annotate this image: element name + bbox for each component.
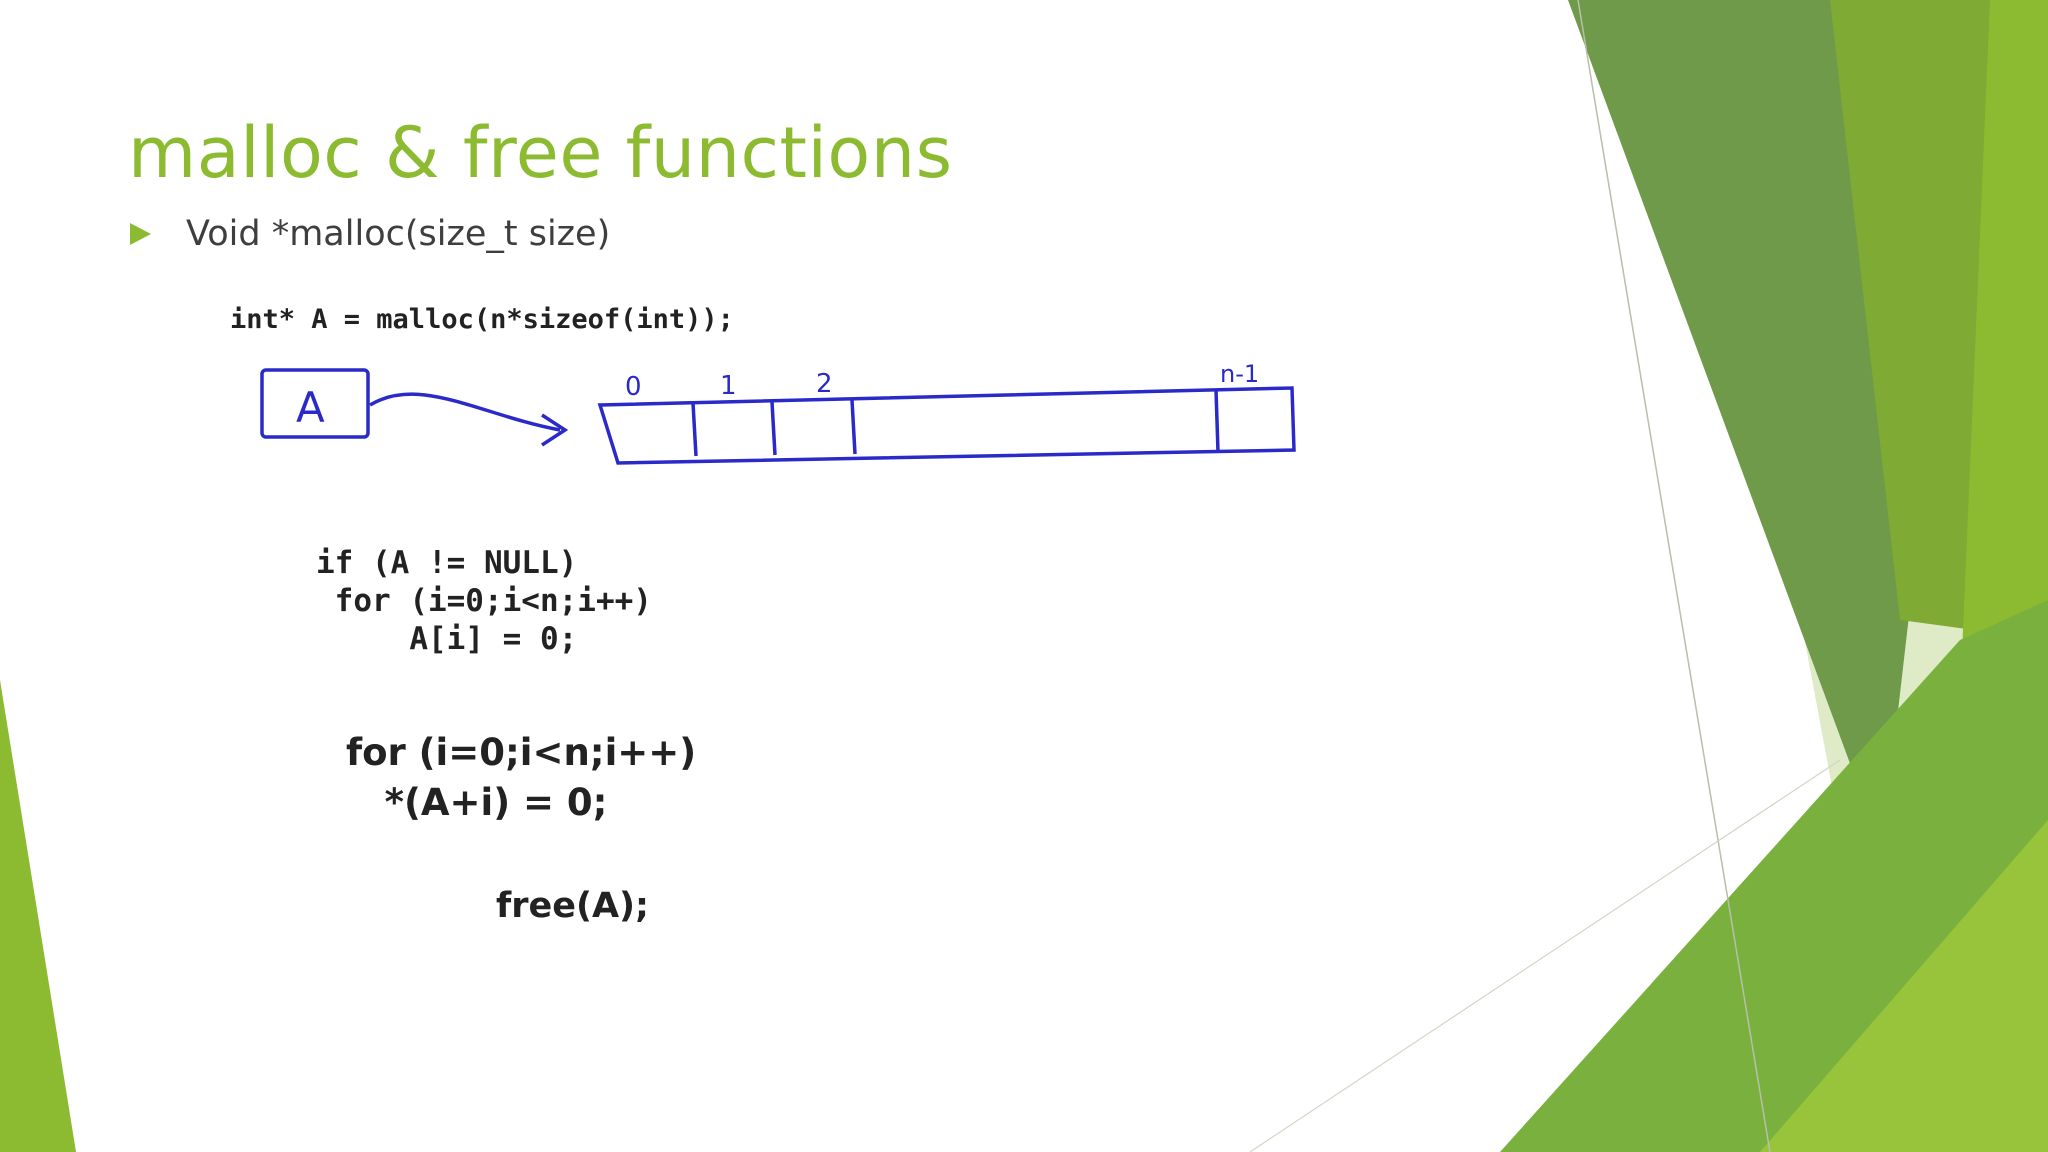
code-line: for (i=0;i<n;i++): [316, 582, 652, 620]
cell-divider-3: [852, 400, 855, 454]
index-label-1: 1: [720, 371, 737, 401]
memory-diagram: A 0 1 2 n-1: [250, 360, 1310, 490]
pointer-arrow: [370, 394, 560, 430]
pointer-loop-code: for (i=0;i<n;i++) *(A+i) = 0;: [346, 728, 696, 828]
triangle-bullet-icon: [130, 223, 151, 245]
malloc-declaration: int* A = malloc(n*sizeof(int));: [230, 304, 734, 335]
code-line: for (i=0;i<n;i++): [346, 728, 696, 778]
code-line: if (A != NULL): [316, 544, 652, 582]
pointer-label: A: [296, 383, 325, 432]
cell-divider-2: [772, 402, 775, 455]
bullet-item: Void *malloc(size_t size): [130, 214, 610, 254]
cell-divider-1: [693, 403, 696, 456]
index-label-n-minus-1: n-1: [1220, 360, 1259, 388]
index-label-2: 2: [816, 369, 833, 399]
free-call-code: free(A);: [496, 886, 649, 926]
if-loop-code: if (A != NULL) for (i=0;i<n;i++) A[i] = …: [316, 544, 652, 658]
index-label-0: 0: [625, 372, 642, 402]
array-outline: [600, 388, 1294, 463]
code-line: *(A+i) = 0;: [346, 778, 696, 828]
left-green-stripe: [0, 680, 76, 1152]
bullet-text: Void *malloc(size_t size): [186, 214, 610, 254]
cell-divider-last: [1216, 390, 1218, 452]
code-line: A[i] = 0;: [316, 620, 652, 658]
slide-title: malloc & free functions: [128, 112, 953, 194]
